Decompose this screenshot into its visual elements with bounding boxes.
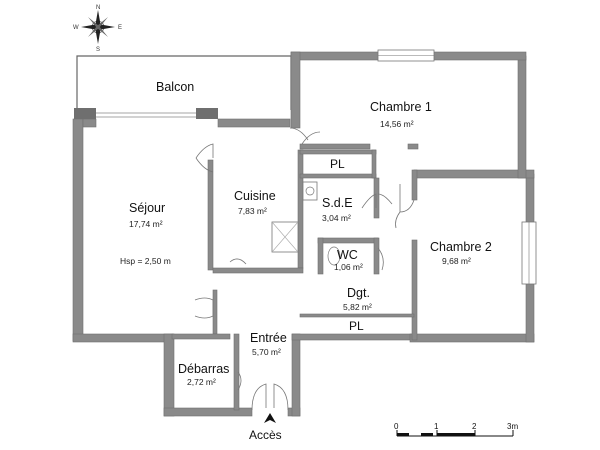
room-name-dgt: Dgt.	[347, 286, 370, 300]
room-name-debarras: Débarras	[178, 362, 229, 376]
room-area-sde: 3,04 m²	[322, 213, 351, 223]
room-area-entree: 5,70 m²	[252, 347, 281, 357]
access-label: Accès	[249, 428, 282, 442]
room-area-wc: 1,06 m²	[334, 262, 363, 272]
room-name-cuisine: Cuisine	[234, 189, 276, 203]
room-area-debarras: 2,72 m²	[187, 377, 216, 387]
room-area-cuisine: 7,83 m²	[238, 206, 267, 216]
toilet-icon	[327, 246, 341, 266]
scale-tick-3: 3m	[507, 422, 518, 431]
interior-walls	[171, 143, 419, 411]
room-name-sde: S.d.E	[322, 196, 353, 210]
compass-east: E	[118, 25, 122, 31]
fixtures	[271, 181, 341, 266]
room-area-sejour: 17,74 m²	[129, 219, 163, 229]
room-name-sejour: Séjour	[129, 201, 165, 215]
compass-west: W	[73, 25, 79, 31]
scale-bar: 0 1 2 3m	[394, 422, 518, 437]
washbasin-icon	[302, 181, 318, 201]
room-name-chambre2: Chambre 2	[430, 240, 492, 254]
room-name-balcon: Balcon	[156, 80, 194, 94]
windows	[377, 49, 537, 285]
compass-south: S	[96, 47, 100, 53]
closet-label-bottom: PL	[349, 319, 364, 333]
room-name-chambre1: Chambre 1	[370, 100, 432, 114]
access-arrow-icon	[264, 413, 276, 423]
ceiling-height-note: Hsp = 2,50 m	[120, 256, 171, 266]
access-marker: Accès	[249, 413, 282, 442]
room-name-wc: WC	[337, 248, 358, 262]
room-labels: Balcon Chambre 1 14,56 m² Séjour 17,74 m…	[120, 80, 492, 387]
closet-label-top: PL	[330, 157, 345, 171]
room-name-entree: Entrée	[250, 331, 287, 345]
room-area-chambre2: 9,68 m²	[442, 256, 471, 266]
room-area-chambre1: 14,56 m²	[380, 119, 414, 129]
compass-rose-icon: N S E W	[73, 5, 122, 53]
scale-tick-1: 1	[434, 422, 439, 431]
scale-tick-0: 0	[394, 422, 399, 431]
scale-tick-2: 2	[472, 422, 477, 431]
exterior-walls	[72, 51, 535, 417]
doors	[194, 127, 415, 411]
compass-north: N	[96, 5, 100, 11]
room-area-dgt: 5,82 m²	[343, 302, 372, 312]
